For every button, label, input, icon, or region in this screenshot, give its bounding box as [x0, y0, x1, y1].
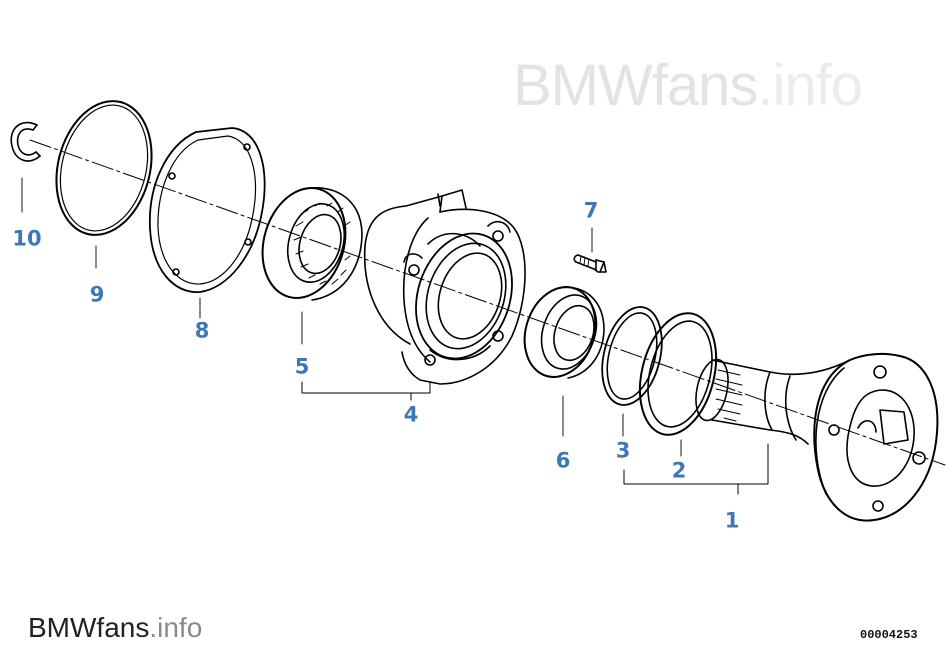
diagram-id: 00004253 [860, 628, 918, 642]
center-axis-line [29, 139, 946, 466]
leader-lines [21, 177, 682, 457]
part-3-ring [601, 306, 663, 406]
watermark-bottom-suffix: .info [149, 612, 203, 643]
callout-8: 8 [194, 318, 210, 343]
watermark-bottom-brand: BMWfans [28, 612, 150, 643]
watermark-bottom: BMWfans.info [28, 612, 202, 644]
callout-1: 1 [724, 508, 740, 533]
part-10-snap-ring [10, 121, 41, 162]
watermark-top: BMWfans.info [513, 52, 863, 119]
callout-7: 7 [583, 198, 599, 223]
watermark-brand: BMWfans [513, 53, 758, 118]
callout-9: 9 [89, 282, 105, 307]
callout-3: 3 [615, 438, 631, 463]
callout-4: 4 [403, 402, 419, 427]
bracket-1 [623, 443, 769, 495]
callout-5: 5 [294, 354, 310, 379]
part-7-bolt [573, 254, 607, 273]
part-9-o-ring [55, 100, 153, 236]
part-4-bearing-housing [363, 189, 526, 385]
part-8-gasket [149, 127, 266, 293]
watermark-suffix: .info [757, 53, 863, 118]
part-2-shim-ring [638, 312, 718, 436]
part-6-shaft-seal [523, 286, 605, 379]
part-5-roller-bearing [261, 187, 363, 301]
bracket-4 [301, 381, 431, 401]
callout-10: 10 [12, 226, 42, 251]
callout-2: 2 [671, 458, 687, 483]
callout-6: 6 [555, 448, 571, 473]
part-1-output-flange [695, 352, 939, 522]
